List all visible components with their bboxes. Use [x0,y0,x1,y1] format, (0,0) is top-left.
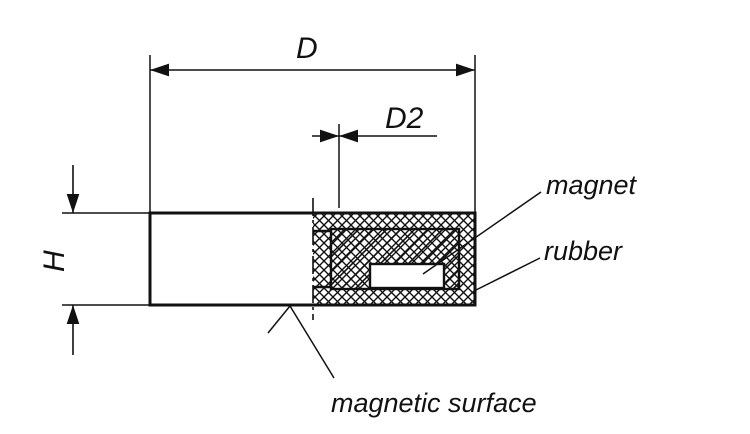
dimension-d2-label: D2 [385,102,424,135]
dimension-h: H [38,165,150,355]
part-section [148,198,477,320]
callout-magnet-label: magnet [546,170,638,200]
callout-magnetic-surface: magnetic surface [267,305,537,418]
dimension-d-label: D [296,32,318,65]
callout-rubber: rubber [473,236,623,292]
callout-magnet: magnet [422,170,638,275]
dimension-h-label: H [38,250,71,272]
dimension-d: D [149,32,476,213]
callout-magnetic-surface-label: magnetic surface [331,388,537,418]
callout-rubber-label: rubber [544,236,623,266]
dimension-d2: D2 [312,102,437,208]
